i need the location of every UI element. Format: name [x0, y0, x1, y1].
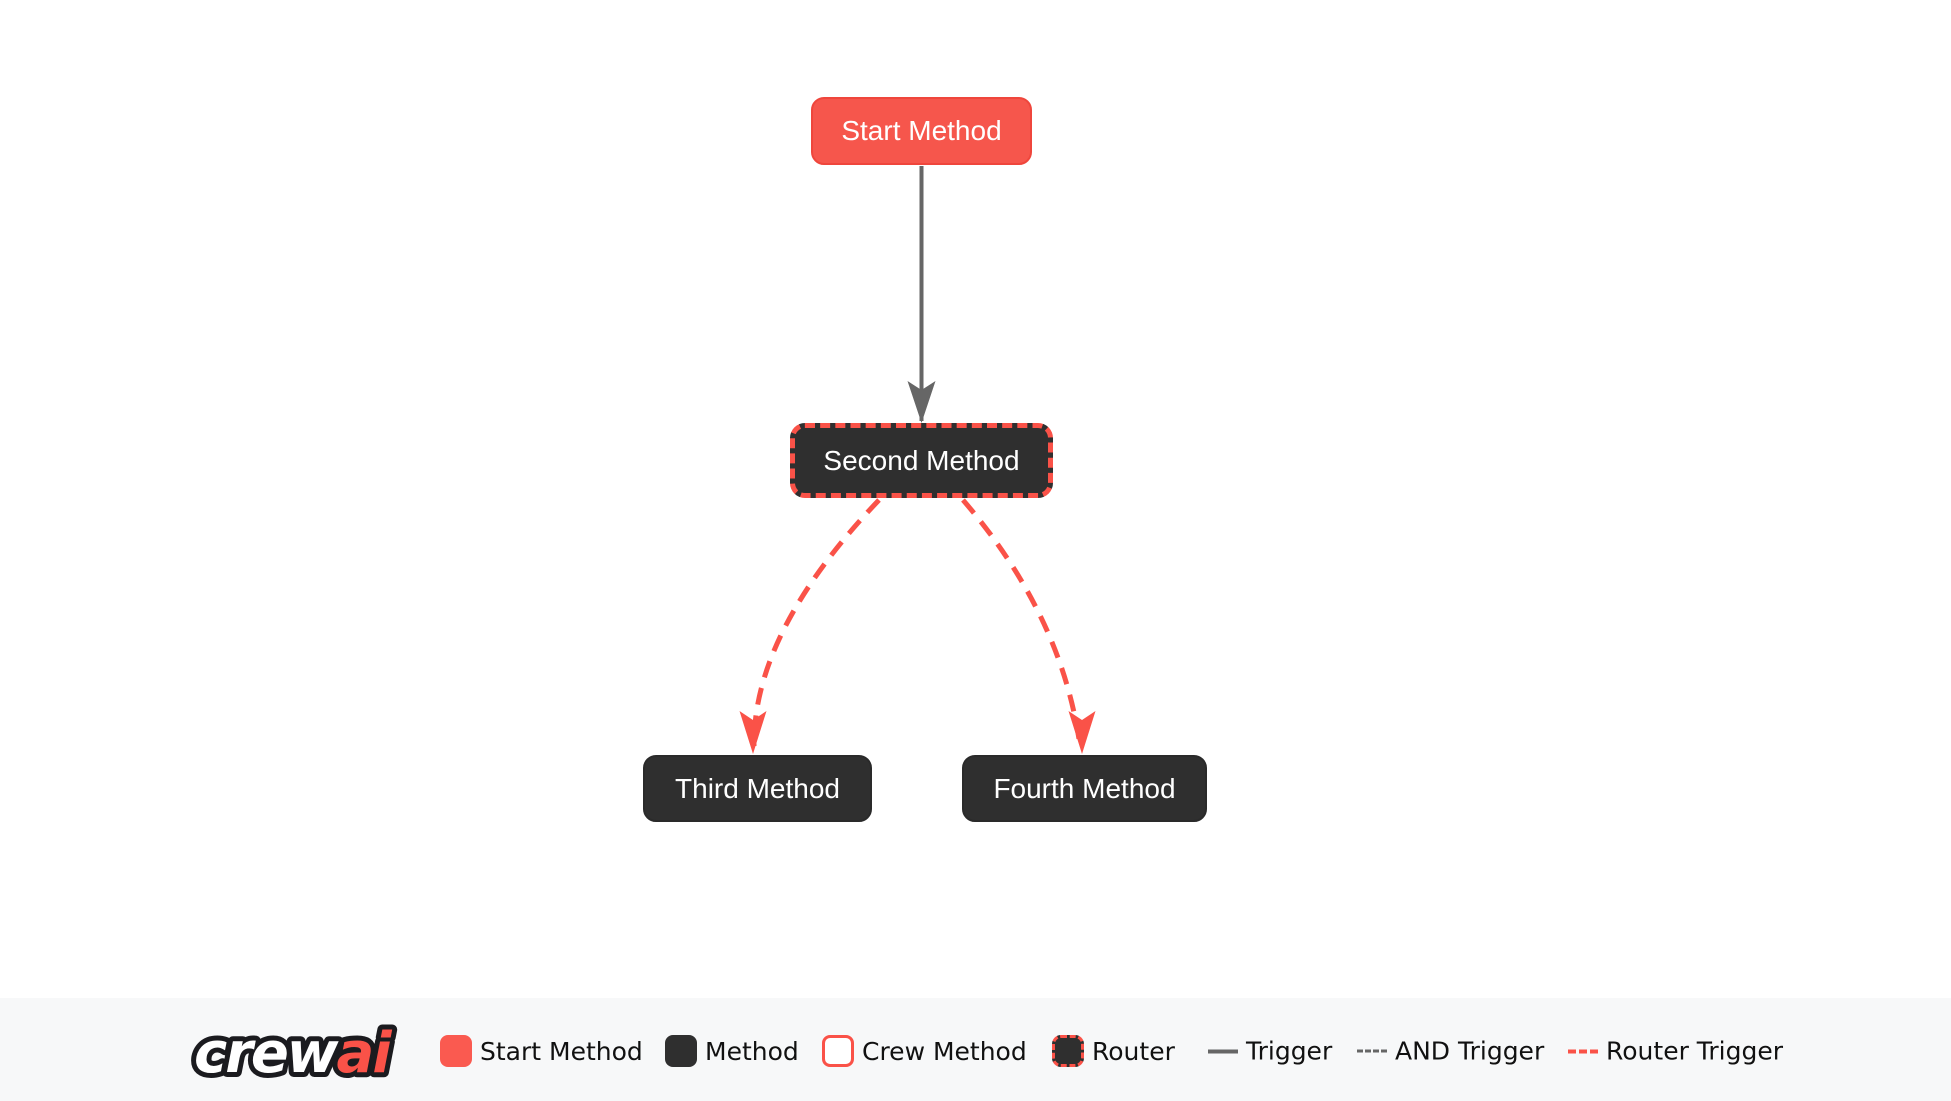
legend-item-and-trigger: AND Trigger	[1357, 1037, 1544, 1066]
legend-label: Start Method	[480, 1036, 643, 1066]
router-swatch	[1052, 1035, 1084, 1067]
legend-item-start-method: Start Method	[440, 1035, 643, 1067]
legend-item-crew-method: Crew Method	[822, 1035, 1027, 1067]
legend-label: Router Trigger	[1606, 1036, 1784, 1066]
start-method-swatch	[440, 1035, 472, 1067]
crewai-logo-text: crewai	[194, 1021, 392, 1086]
legend-item-router: Router	[1052, 1035, 1175, 1067]
legend-bar: crewai Start Method Method Crew Method R…	[0, 998, 1951, 1101]
edge-router-trigger-left-arrowhead	[739, 711, 767, 754]
crew-method-swatch	[822, 1035, 854, 1067]
edge-router-trigger-right-arrowhead	[1068, 711, 1096, 754]
crewai-logo-crew: crew	[194, 1021, 339, 1086]
edge-router-trigger-right	[961, 498, 1083, 747]
node-label: Start Method	[841, 115, 1002, 146]
node-third-method[interactable]: Third Method	[643, 755, 872, 822]
legend-label: Router	[1092, 1036, 1175, 1066]
node-label: Second Method	[823, 444, 1020, 476]
method-swatch	[665, 1035, 697, 1067]
legend-label: Crew Method	[862, 1036, 1027, 1066]
and-trigger-line-swatch	[1357, 1049, 1387, 1053]
node-fourth-method[interactable]: Fourth Method	[962, 755, 1207, 822]
legend-item-method: Method	[665, 1035, 799, 1067]
router-trigger-line-swatch	[1568, 1049, 1598, 1053]
legend-item-router-trigger: Router Trigger	[1568, 1037, 1783, 1066]
node-label: Fourth Method	[993, 772, 1176, 804]
legend-item-trigger: Trigger	[1208, 1037, 1332, 1066]
legend-label: AND Trigger	[1395, 1036, 1545, 1066]
edge-trigger-arrowhead	[907, 381, 936, 423]
node-second-method[interactable]: Second Method	[790, 423, 1053, 498]
trigger-line-swatch	[1208, 1049, 1238, 1053]
crewai-logo: crewai	[189, 1016, 399, 1091]
node-start-method[interactable]: Start Method	[811, 97, 1032, 165]
legend-label: Method	[705, 1036, 799, 1066]
crewai-logo-ai: ai	[337, 1021, 393, 1086]
legend-label: Trigger	[1246, 1036, 1333, 1066]
node-label: Third Method	[675, 772, 840, 804]
edge-router-trigger-left	[751, 498, 881, 747]
